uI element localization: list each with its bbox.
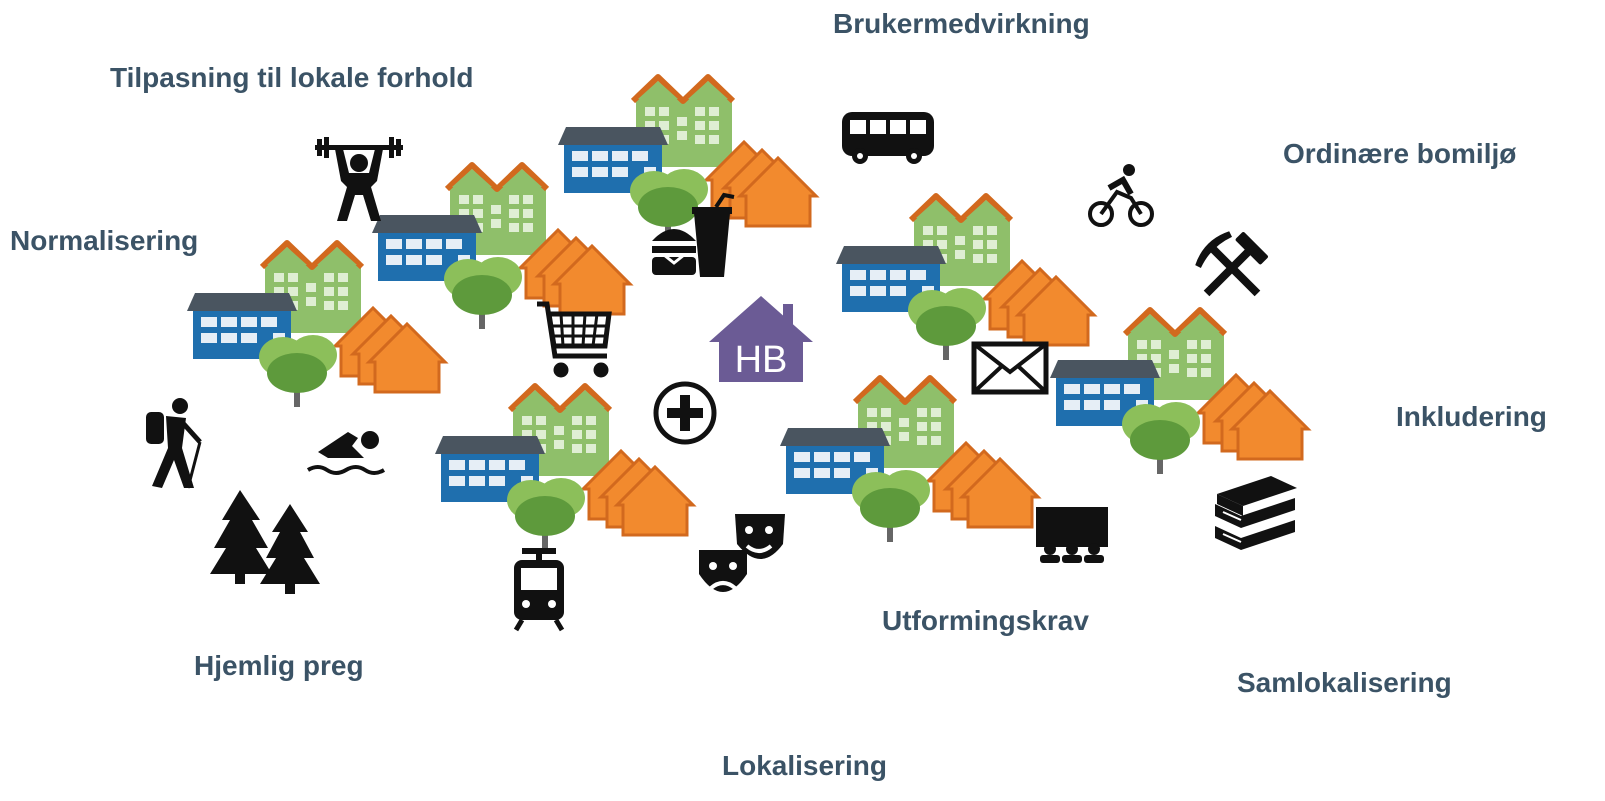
burger-drink-icon (652, 192, 735, 277)
theatre-masks-icon (699, 514, 785, 592)
hb-house-logo: HB (709, 296, 813, 382)
hammer-pick-icon (1195, 231, 1268, 297)
hiker-icon (146, 398, 202, 489)
neighborhood-cluster (836, 196, 1094, 360)
swimmer-icon (306, 431, 386, 475)
keyword-ordinaere-bomiljo: Ordinære bomiljø (1283, 138, 1517, 169)
tram-icon (513, 548, 565, 632)
bus-icon (842, 112, 934, 164)
books-icon (1215, 476, 1297, 550)
cyclist-icon (1088, 164, 1154, 227)
hb-logo-text: HB (735, 339, 788, 381)
keyword-samlokalisering: Samlokalisering (1237, 667, 1452, 698)
shopping-cart-icon (537, 301, 612, 378)
keyword-normalisering: Normalisering (10, 225, 199, 256)
weightlifter-icon (315, 137, 403, 221)
keyword-tilpasning: Tilpasning til lokale forhold (110, 62, 474, 93)
keyword-lokalisering: Lokalisering (722, 750, 887, 781)
keyword-brukermedvirkning: Brukermedvirkning (833, 8, 1090, 39)
first-aid-icon (653, 381, 717, 445)
cinema-icon (1036, 507, 1108, 563)
neighborhood-cluster (558, 77, 816, 241)
pine-trees-icon (210, 490, 320, 594)
keyword-hjemlig-preg: Hjemlig preg (194, 650, 364, 681)
keyword-inkludering: Inkludering (1396, 401, 1547, 432)
mail-icon (971, 341, 1049, 395)
keyword-utformingskrav: Utformingskrav (882, 605, 1089, 636)
neighborhood-cluster (780, 378, 1038, 542)
